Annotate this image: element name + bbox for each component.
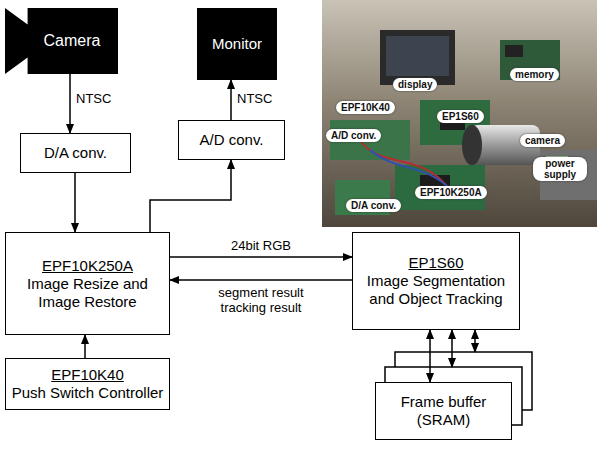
signal-arrow [150,160,231,232]
signal-label: segment result tracking result [211,286,311,316]
node-text: Camera [44,31,101,50]
chip-name: EPF10K250A [42,257,133,275]
converter-box: D/A conv. [20,133,131,173]
node-text: Monitor [212,35,262,53]
photo-callout: camera [520,134,565,147]
photo-callout: memory [510,68,559,81]
fpga-box: EPF10K40Push Switch Controller [5,358,170,410]
node-text: A/D conv. [200,131,264,149]
signal-label: NTSC [237,92,297,107]
signal-arrow [429,330,431,382]
fpga-box: EPF10K250AImage Resize and Image Restore [5,232,170,335]
photo-callout: display [393,78,437,91]
photo-callout: EP1S60 [437,110,484,123]
chip-name: EP1S60 [408,254,463,272]
signal-arrow [69,74,71,133]
photo-callout: EPF10K40 [336,101,395,114]
signal-arrow [84,335,86,358]
signal-arrow [74,173,76,232]
node-text: Frame buffer (SRAM) [379,393,508,429]
node-text: Image Resize and Image Restore [9,275,166,311]
converter-box: A/D conv. [178,120,285,160]
fpga-box: EP1S60Image Segmentation and Object Trac… [352,232,520,330]
chip-name: EPF10K40 [51,366,124,384]
signal-label: NTSC [76,92,136,107]
camera-icon: Camera [5,8,118,74]
node-text: D/A conv. [44,144,107,162]
photo-callout: A/D conv. [326,129,381,142]
monitor-icon: Monitor [197,8,277,80]
signal-arrow [170,279,352,281]
photo-callout: D/A conv. [346,199,401,212]
memory-box: Frame buffer (SRAM) [375,382,512,440]
node-text: Image Segmentation and Object Tracking [356,272,516,308]
photo-callout: EPF10K250A [415,186,487,199]
signal-arrow [170,256,352,258]
signal-arrow [230,80,232,120]
photo-callout: power supply [533,157,587,181]
signal-label: 24bit RGB [205,239,317,254]
node-text: Push Switch Controller [12,384,164,402]
